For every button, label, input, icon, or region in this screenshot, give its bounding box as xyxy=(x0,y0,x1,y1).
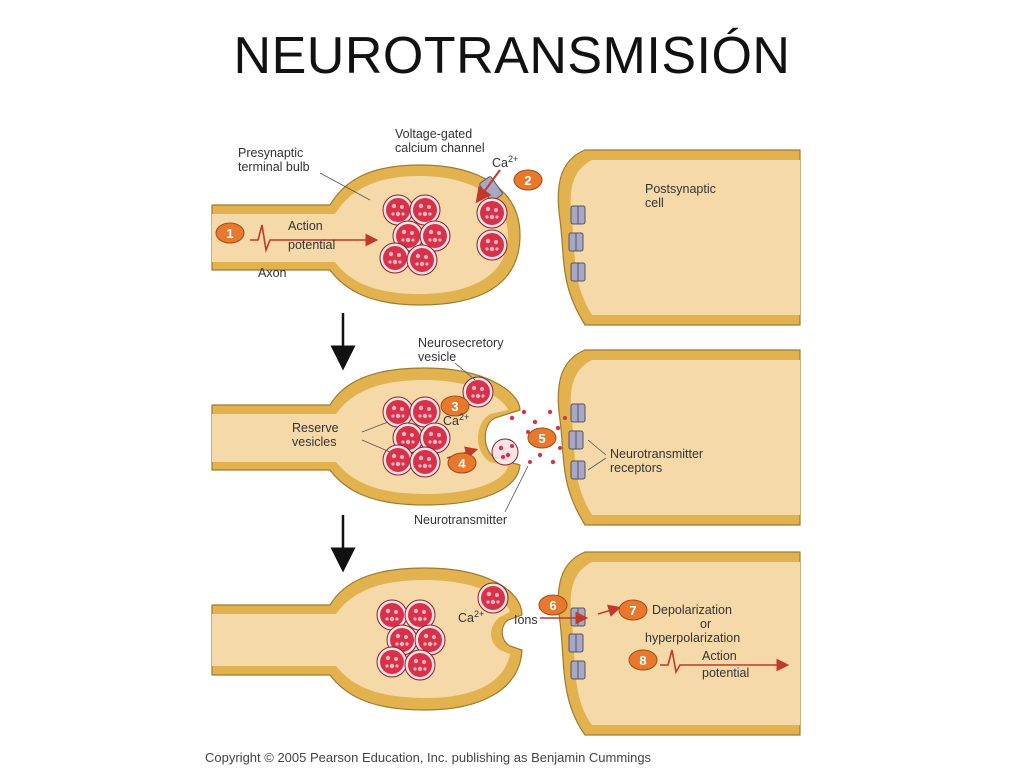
receptor-icon xyxy=(568,633,584,653)
svg-text:cell: cell xyxy=(645,196,664,210)
receptor-icon xyxy=(570,460,586,480)
svg-text:8: 8 xyxy=(639,653,646,668)
action-potential-spike-icon xyxy=(660,649,690,675)
receptor-icon xyxy=(568,232,584,252)
svg-text:hyperpolarization: hyperpolarization xyxy=(645,631,740,645)
svg-text:1: 1 xyxy=(226,226,233,241)
label-neurotransmitter: Neurotransmitter xyxy=(414,513,507,527)
step-badge-5: 5 xyxy=(527,427,557,449)
vesicle-icon xyxy=(409,194,441,226)
vesicle-icon xyxy=(404,649,436,681)
receptor-icon xyxy=(570,403,586,423)
label-neurosecretory-vesicle: Neurosecretory xyxy=(418,336,504,350)
vesicle-icon xyxy=(406,244,438,276)
step-badge-2: 2 xyxy=(513,169,543,191)
svg-text:2: 2 xyxy=(524,173,531,188)
svg-text:7: 7 xyxy=(629,603,636,618)
label-ions: Ions xyxy=(514,613,538,627)
step-badge-6: 6 xyxy=(538,594,568,616)
svg-text:vesicle: vesicle xyxy=(418,350,456,364)
vesicle-icon xyxy=(409,446,441,478)
label-neurotransmitter-receptors: Neurotransmitter xyxy=(610,447,703,461)
svg-text:5: 5 xyxy=(538,431,545,446)
label-calcium-channel: Voltage-gated xyxy=(395,127,472,141)
svg-text:terminal bulb: terminal bulb xyxy=(238,160,310,174)
label-postsynaptic-cell: Postsynaptic xyxy=(645,182,716,196)
svg-text:or: or xyxy=(700,617,711,631)
step-badge-3: 3 xyxy=(440,395,470,417)
step-badge-4: 4 xyxy=(447,452,477,474)
label-ca-3: Ca2+ xyxy=(458,609,484,625)
svg-text:receptors: receptors xyxy=(610,461,662,475)
label-ca-2: Ca2+ xyxy=(443,412,469,428)
vesicle-icon xyxy=(376,646,408,678)
label-depolarization: Depolarization xyxy=(652,603,732,617)
panel-2: 3 4 5 Neurosecretory vesicle Ca2+ Reserv… xyxy=(211,336,801,527)
receptor-icon xyxy=(570,205,586,225)
receptor-icon xyxy=(570,262,586,282)
vesicle-icon xyxy=(382,444,414,476)
panel-3: 6 7 8 Ca2+ Ions Depolarization or hyperp… xyxy=(211,551,801,736)
label-ca: Ca2+ xyxy=(492,154,518,170)
svg-text:vesicles: vesicles xyxy=(292,435,336,449)
step-badge-1: 1 xyxy=(215,222,245,244)
vesicle-icon xyxy=(409,396,441,428)
vesicle-icon xyxy=(379,242,411,274)
svg-text:calcium channel: calcium channel xyxy=(395,141,485,155)
svg-text:6: 6 xyxy=(549,598,556,613)
svg-text:potential: potential xyxy=(702,666,749,680)
svg-text:3: 3 xyxy=(451,399,458,414)
step-badge-8: 8 xyxy=(628,649,658,671)
label-presynaptic-bulb: Presynaptic xyxy=(238,146,303,160)
slide-title: NEUROTRANSMISIÓN xyxy=(233,27,791,85)
label-action-potential-post: Action xyxy=(702,649,737,663)
copyright-notice: Copyright © 2005 Pearson Education, Inc.… xyxy=(205,750,652,765)
receptor-icon xyxy=(570,607,586,627)
label-reserve-vesicles: Reserve xyxy=(292,421,339,435)
neurotransmitter-molecules xyxy=(498,409,567,465)
panel-1: 1 2 Presynaptic terminal bulb Voltage-ga… xyxy=(211,127,801,326)
step-badge-7: 7 xyxy=(618,599,648,621)
receptor-icon xyxy=(570,660,586,680)
svg-text:4: 4 xyxy=(458,456,466,471)
receptor-icon xyxy=(568,430,584,450)
svg-text:potential: potential xyxy=(288,238,335,252)
label-action-potential: Action xyxy=(288,219,323,233)
vesicle-icon xyxy=(382,194,414,226)
label-axon: Axon xyxy=(258,266,287,280)
action-potential-spike-icon xyxy=(250,224,282,253)
vesicle-icon xyxy=(476,197,508,229)
vesicle-icon xyxy=(476,229,508,261)
